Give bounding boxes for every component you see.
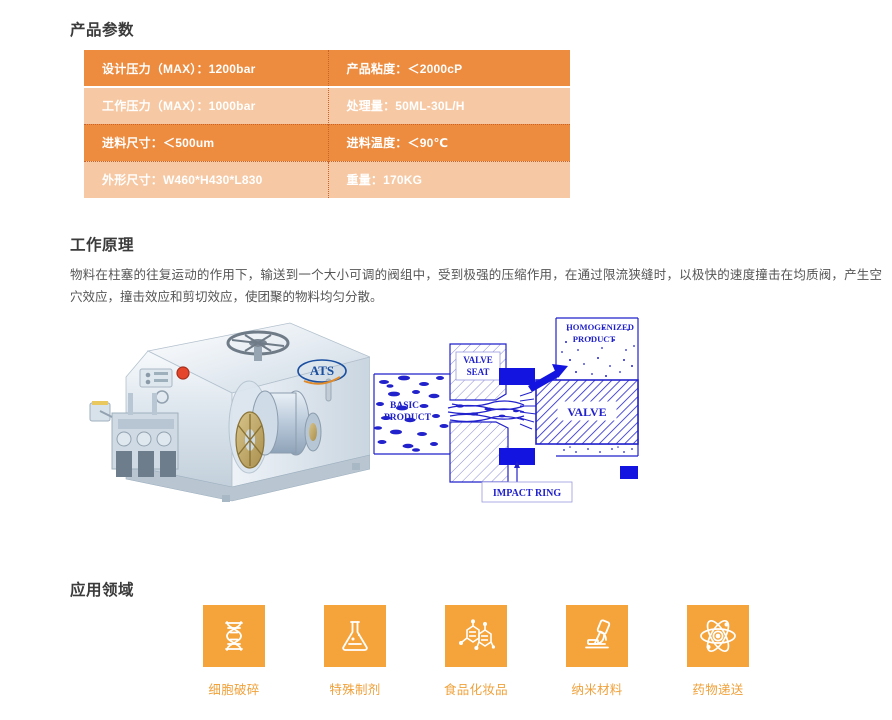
impact-ring-label: IMPACT RING bbox=[493, 488, 561, 499]
spec-cell-capacity: 处理量：50ML-30L/H bbox=[328, 86, 570, 124]
atom-icon bbox=[700, 620, 736, 652]
app-item-drug-delivery[interactable]: 药物递送 bbox=[684, 605, 752, 710]
application-icons-row: 细胞破碎 特殊制剂 bbox=[70, 605, 882, 710]
control-panel bbox=[139, 366, 190, 404]
homogenizer-machine-photo: ATS bbox=[82, 315, 378, 519]
app-label-food-cosmetics: 食品化妆品 bbox=[443, 683, 508, 697]
spec-cell-design-pressure: 设计压力（MAX）：1200bar bbox=[84, 50, 329, 87]
emergency-stop-button bbox=[176, 366, 190, 380]
table-row: 外形尺寸：W460*H430*L830 重量：170KG bbox=[84, 160, 570, 198]
door-handle bbox=[325, 378, 332, 402]
app-tile-special-preparation[interactable] bbox=[324, 605, 386, 667]
pulley bbox=[235, 411, 265, 469]
homogenized-product-label-line2: PRODUCT bbox=[573, 334, 616, 344]
ats-logo-text: ATS bbox=[310, 363, 334, 378]
media-row: ATS bbox=[70, 312, 882, 522]
app-label-drug-delivery: 药物递送 bbox=[692, 683, 744, 697]
basic-product-particles bbox=[374, 375, 449, 452]
spec-cell-dimensions: 外形尺寸：W460*H430*L830 bbox=[84, 160, 329, 198]
app-tile-nano-materials[interactable] bbox=[566, 605, 628, 667]
spec-table: 设计压力（MAX）：1200bar 产品粘度：＜2000cP 工作压力（MAX）… bbox=[84, 50, 570, 198]
homogenizing-valve-diagram: VALVE SEAT BASIC PRODUCT bbox=[370, 316, 650, 506]
app-item-special-preparation[interactable]: 特殊制剂 bbox=[321, 605, 389, 710]
valve-seat-label-line1: VALVE bbox=[463, 355, 493, 365]
flask-icon bbox=[342, 621, 368, 651]
spec-cell-feed-size: 进料尺寸：＜500um bbox=[84, 123, 329, 161]
spray-lines bbox=[519, 391, 537, 430]
spec-cell-working-pressure: 工作压力（MAX）：1000bar bbox=[84, 86, 329, 124]
pump-assembly bbox=[89, 393, 179, 477]
table-row: 设计压力（MAX）：1200bar 产品粘度：＜2000cP bbox=[84, 50, 570, 87]
basic-product-label-line2: PRODUCT bbox=[384, 413, 432, 423]
impact-ring-lower bbox=[499, 448, 535, 465]
impact-ring-legend-swatch bbox=[620, 466, 638, 479]
homogenized-product-label-line1: HOMOGENIZED bbox=[566, 322, 634, 332]
app-item-nano-materials[interactable]: 纳米材料 bbox=[563, 605, 631, 710]
impact-ring-upper bbox=[499, 368, 535, 385]
valve-diagram-svg: VALVE SEAT BASIC PRODUCT bbox=[370, 316, 650, 506]
molecule-icon bbox=[459, 619, 495, 650]
spec-cell-weight: 重量：170KG bbox=[328, 160, 570, 198]
app-tile-drug-delivery[interactable] bbox=[687, 605, 749, 667]
table-row: 工作压力（MAX）：1000bar 处理量：50ML-30L/H bbox=[84, 86, 570, 124]
flow-arrow bbox=[528, 364, 568, 392]
app-item-food-cosmetics[interactable]: 食品化妆品 bbox=[442, 605, 510, 710]
machine-illustration: ATS bbox=[82, 315, 378, 519]
valve-label: VALVE bbox=[567, 405, 606, 419]
motor bbox=[251, 390, 322, 456]
working-principle-heading: 工作原理 bbox=[70, 237, 135, 254]
homogenized-product-particles bbox=[561, 327, 635, 453]
app-tile-cell-disruption[interactable] bbox=[203, 605, 265, 667]
dna-icon bbox=[225, 621, 243, 651]
app-label-special-preparation: 特殊制剂 bbox=[329, 683, 381, 697]
microscope-icon bbox=[585, 619, 611, 649]
gap-particles bbox=[456, 404, 519, 418]
table-row: 进料尺寸：＜500um 进料温度：＜90℃ bbox=[84, 123, 570, 161]
handwheel-icon bbox=[226, 330, 290, 361]
ats-brand-logo: ATS bbox=[297, 359, 347, 385]
spec-cell-viscosity: 产品粘度：＜2000cP bbox=[328, 50, 570, 87]
application-fields-heading: 应用领域 bbox=[70, 582, 135, 599]
app-label-cell-disruption: 细胞破碎 bbox=[208, 683, 260, 697]
app-label-nano-materials: 纳米材料 bbox=[571, 683, 623, 697]
app-tile-food-cosmetics[interactable] bbox=[445, 605, 507, 667]
working-principle-paragraph: 物料在柱塞的往复运动的作用下，输送到一个大小可调的阀组中，受到极强的压缩作用，在… bbox=[70, 268, 882, 304]
app-item-cell-disruption[interactable]: 细胞破碎 bbox=[200, 605, 268, 710]
spec-cell-feed-temperature: 进料温度：＜90℃ bbox=[328, 123, 570, 161]
product-parameters-heading: 产品参数 bbox=[70, 22, 135, 39]
basic-product-label-line1: BASIC bbox=[390, 401, 419, 411]
valve-seat-label-line2: SEAT bbox=[467, 367, 490, 377]
